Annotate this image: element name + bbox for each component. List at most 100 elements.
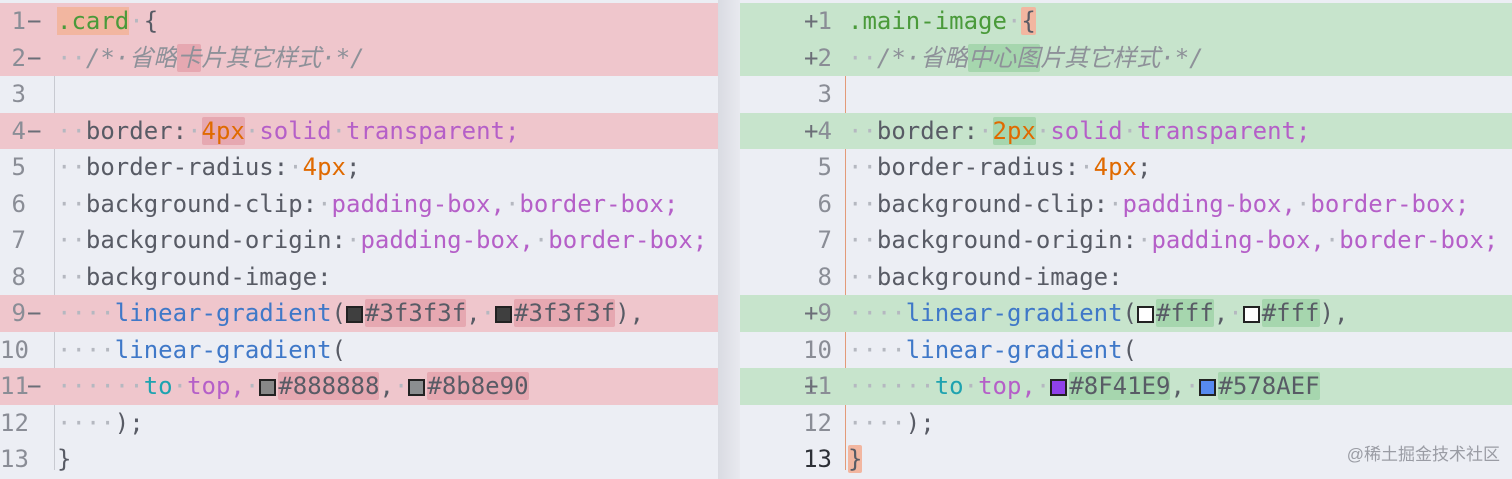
whitespace-dots: ······ [57,372,144,400]
code-line[interactable]: 7··background-origin:·padding-box,·borde… [0,222,718,259]
line-number: 9 [11,299,26,327]
diff-center-gutter[interactable] [718,0,740,479]
color-swatch[interactable] [1137,306,1154,323]
whitespace-dots: ·· [57,43,86,72]
property-background-origin: background-origin: [85,226,346,254]
code-line[interactable]: 7··background-origin:·padding-box,·borde… [740,222,1512,259]
code-content: ····linear-gradient(#3f3f3f,·#3f3f3f), [57,299,645,327]
deleted-line[interactable]: 2−··/*·省略卡片其它样式·*/ [0,39,718,76]
added-line[interactable]: 4+··border:·2px·solid·transparent; [740,112,1512,150]
property-border-radius: border-radius: [876,153,1080,181]
whitespace-dots: ·· [848,189,877,218]
color-swatch[interactable] [408,379,426,396]
whitespace-dots: ·· [848,226,877,254]
comment-text: 省略 [129,43,178,72]
added-line[interactable]: 1+.main-image·{ [740,3,1512,40]
line-number: 12 [0,408,29,437]
property-background-clip: background-clip: [85,189,318,218]
added-line[interactable]: 9+····linear-gradient(#fff,·#fff), [740,295,1512,332]
deleted-line[interactable]: 1−.card·{ [0,3,718,40]
property-background-clip: background-clip: [876,189,1109,218]
line-number: 2 [11,43,26,72]
whitespace-dots: · [978,116,993,145]
line-number: 3 [817,80,832,108]
diff-marker: + [804,299,819,327]
code-content: ··border:·4px·solid·transparent; [57,113,519,150]
code-line[interactable]: 10····linear-gradient( [0,332,718,369]
line-number: 5 [817,153,832,181]
code-content: .card·{ [57,3,158,40]
color-swatch[interactable] [259,379,277,396]
line-number: 8 [11,262,26,291]
whitespace-dots: ···· [848,335,906,364]
code-line[interactable]: 3 [0,76,718,113]
value-border-box: border-box; [519,189,679,218]
whitespace-dots: · [1079,153,1094,181]
close-brace: } [848,445,863,473]
deleted-line[interactable]: 4−··border:·4px·solid·transparent; [0,112,718,150]
line-number: 1 [11,7,26,35]
color-swatch[interactable] [1050,379,1068,396]
diff-marker: + [804,372,819,400]
color-swatch[interactable] [495,306,513,323]
color-value: #8F41E9 [1069,372,1171,400]
left-line-separator [54,40,55,470]
code-line[interactable]: 13} [740,441,1512,478]
code-content: ··/*·省略中心图片其它样式·*/ [848,43,1204,72]
whitespace-dots: · [1295,189,1311,218]
whitespace-dots: · [1006,7,1022,35]
property-border: border: [85,116,188,145]
code-line[interactable]: 6··background-clip:·padding-box,·border-… [740,186,1512,223]
code-line[interactable]: 6··background-clip:·padding-box,·border-… [0,186,718,223]
code-content: ····linear-gradient( [57,335,346,364]
right-change-indicator [845,40,846,470]
whitespace-dots: · [1228,299,1243,327]
line-number: 6 [11,189,26,218]
code-line[interactable]: 5··border-radius:·4px; [0,149,718,186]
deleted-line[interactable]: 11−······to·top,·#888888,·#8b8e90 [0,368,718,405]
added-line[interactable]: 2+··/*·省略中心图片其它样式·*/ [740,39,1512,76]
code-line[interactable]: 8··background-image: [740,259,1512,296]
diff-marker: − [27,116,42,145]
whitespace-dots: ·· [848,43,877,72]
code-line[interactable]: 13} [0,441,718,478]
diff-marker: + [804,7,819,35]
value-border-box: border-box; [1310,189,1470,218]
color-value: #fff [1261,299,1320,327]
code-line[interactable]: 3 [740,76,1512,113]
keyword-to: to [934,372,964,400]
code-content: ··background-origin:·padding-box,·border… [848,222,1498,259]
code-line[interactable]: 12····); [0,405,718,442]
watermark: @稀土掘金技术社区 [1346,445,1500,464]
color-swatch[interactable] [346,306,363,323]
diff-marker: + [804,43,819,72]
code-content: } [848,441,863,478]
code-content: ····); [848,405,935,442]
color-swatch[interactable] [1242,306,1260,323]
code-content: ··border:·2px·solid·transparent; [848,113,1310,150]
code-line[interactable]: 5··border-radius:·4px; [740,149,1512,186]
radius-value: 4px [302,153,347,181]
added-line[interactable]: 11+······to·top,·#8F41E9,·#578AEF [740,368,1512,405]
keyword-top: top, [187,372,245,400]
whitespace-dots: ·· [848,262,877,291]
whitespace-dots: ···· [848,299,906,327]
selector: .main-image [848,7,1007,35]
whitespace-dots: ·· [57,226,86,254]
whitespace-dots: · [317,189,332,218]
whitespace-dots: ·· [848,116,877,145]
function-linear-gradient: linear-gradient [905,299,1123,327]
code-line[interactable]: 12····); [740,405,1512,442]
value-padding-box: padding-box, [360,226,534,254]
code-line[interactable]: 8··background-image: [0,259,718,296]
comment-open: /* [876,43,906,72]
property-background-image: background-image: [876,262,1123,291]
whitespace-dots: · [244,372,260,400]
line-number: 7 [11,226,26,254]
whitespace-dots: · [963,372,979,400]
code-line[interactable]: 10····linear-gradient( [740,332,1512,369]
whitespace-dots: · [504,189,520,218]
value-border-box: border-box; [548,226,708,254]
color-swatch[interactable] [1199,379,1217,396]
deleted-line[interactable]: 9−····linear-gradient(#3f3f3f,·#3f3f3f), [0,295,718,332]
